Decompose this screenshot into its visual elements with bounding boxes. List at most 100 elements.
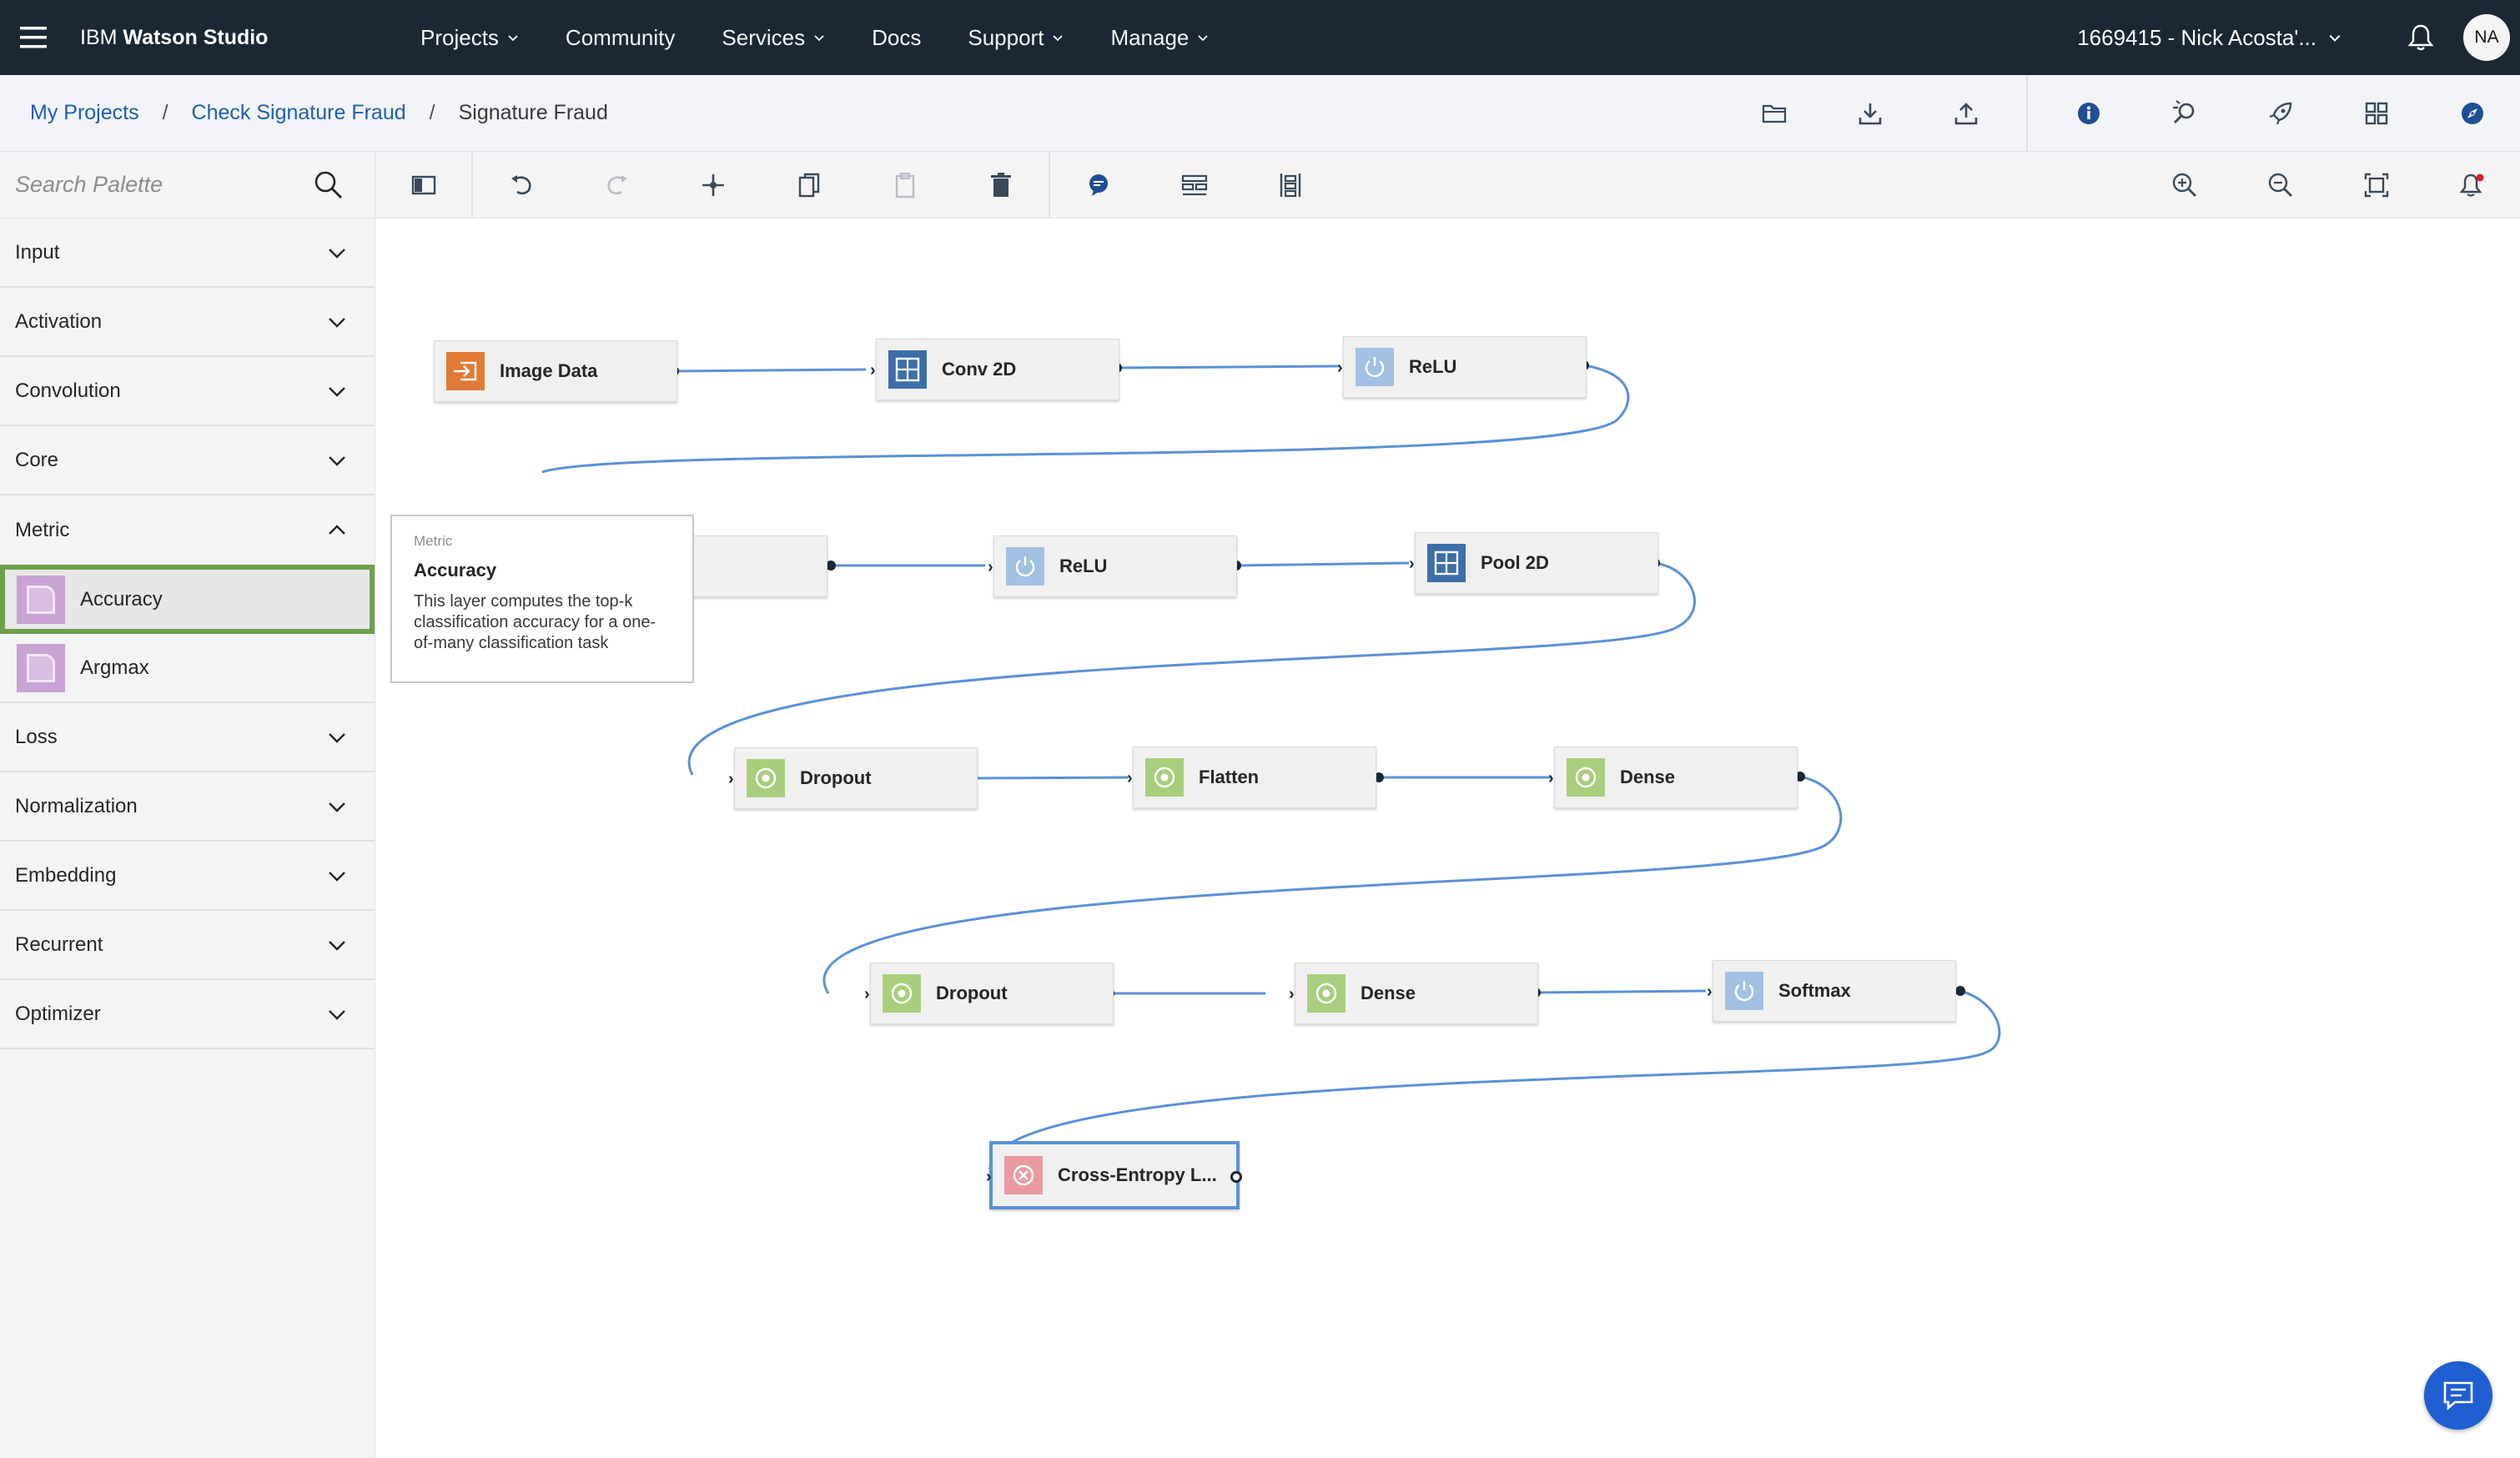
node-cross-entropy-loss[interactable]: › Cross-Entropy L... — [986, 1141, 1242, 1209]
arrange-horizontal-icon[interactable] — [1146, 152, 1242, 219]
palette-category-activation[interactable]: Activation — [0, 288, 375, 357]
fit-to-screen-icon[interactable] — [2328, 152, 2424, 219]
palette-search[interactable]: Search Palette — [0, 152, 375, 219]
node-dense[interactable]: › Dense — [1289, 963, 1538, 1024]
divider — [1049, 151, 1050, 219]
power-icon — [1356, 348, 1394, 386]
arrange-vertical-icon[interactable] — [1242, 152, 1338, 219]
avatar[interactable]: NA — [2463, 14, 2510, 61]
copy-icon[interactable] — [761, 152, 857, 219]
hamburger-menu-icon[interactable] — [0, 0, 67, 75]
palette-item-accuracy[interactable]: Accuracy — [0, 565, 375, 634]
palette-category-convolution[interactable]: Convolution — [0, 357, 375, 426]
nav-services[interactable]: Services — [698, 0, 848, 75]
nav-manage[interactable]: Manage — [1087, 0, 1232, 75]
power-icon — [1006, 547, 1044, 586]
notifications-icon[interactable] — [2424, 152, 2520, 219]
palette-category-metric[interactable]: Metric — [0, 495, 375, 565]
link — [687, 561, 1696, 776]
hyperparameter-icon[interactable] — [2136, 75, 2232, 152]
redo-icon[interactable] — [569, 152, 665, 219]
breadcrumb: My Projects / Check Signature Fraud / Si… — [30, 101, 608, 125]
output-port[interactable] — [1230, 1171, 1242, 1183]
nav-community[interactable]: Community — [565, 24, 676, 50]
input-port: › — [1548, 769, 1554, 787]
dashboard-icon[interactable] — [2328, 75, 2424, 152]
palette-category-normalization[interactable]: Normalization — [0, 772, 375, 842]
nav-docs[interactable]: Docs — [872, 24, 922, 50]
node-relu[interactable]: › ReLU — [1337, 336, 1587, 398]
link — [822, 775, 1843, 994]
chevron-down-icon — [508, 35, 518, 42]
node-pool2d[interactable]: › Pool 2D — [1409, 532, 1658, 594]
palette-category-input[interactable]: Input — [0, 219, 375, 288]
palette-category-core[interactable]: Core — [0, 426, 375, 495]
palette-category-optimizer[interactable]: Optimizer — [0, 980, 375, 1049]
toolbar-right — [2136, 152, 2520, 219]
paste-icon[interactable] — [857, 152, 953, 219]
grid-icon — [888, 350, 927, 389]
account-label: 1669415 - Nick Acosta'... — [2077, 24, 2316, 50]
search-icon[interactable] — [313, 169, 345, 201]
comment-icon[interactable] — [1050, 152, 1146, 219]
notification-bell-icon[interactable] — [2383, 0, 2458, 75]
upload-icon[interactable] — [1918, 75, 2014, 152]
chevron-down-icon — [329, 940, 345, 951]
search-input[interactable]: Search Palette — [15, 172, 163, 197]
node-relu[interactable]: › ReLU — [988, 535, 1237, 597]
folder-icon[interactable] — [1726, 75, 1822, 152]
tooltip-title: Accuracy — [414, 560, 497, 581]
node-image-data[interactable]: Image Data — [434, 340, 677, 402]
account-switcher[interactable]: 1669415 - Nick Acosta'... — [2077, 25, 2341, 51]
breadcrumb-bar: My Projects / Check Signature Fraud / Si… — [0, 75, 2520, 152]
palette-item-argmax[interactable]: Argmax — [0, 634, 375, 703]
chevron-up-icon — [329, 524, 345, 535]
input-port: › — [870, 361, 876, 380]
breadcrumb-project[interactable]: Check Signature Fraud — [191, 101, 406, 124]
download-icon[interactable] — [1822, 75, 1918, 152]
node-dropout[interactable]: › Dropout — [864, 963, 1114, 1024]
breadcrumb-my-projects[interactable]: My Projects — [30, 101, 139, 124]
publish-icon[interactable] — [2232, 75, 2328, 152]
divider — [471, 151, 473, 219]
palette-tooltip: Metric Accuracy This layer computes the … — [390, 515, 694, 683]
palette-category-recurrent[interactable]: Recurrent — [0, 911, 375, 980]
link — [972, 776, 1129, 780]
link — [673, 368, 867, 373]
chevron-down-icon — [329, 317, 345, 328]
cut-icon[interactable] — [665, 152, 761, 219]
chevron-down-icon — [329, 1009, 345, 1020]
delete-icon[interactable] — [953, 152, 1049, 219]
palette-category-loss[interactable]: Loss — [0, 703, 375, 772]
node-flatten[interactable]: › Flatten — [1127, 747, 1376, 808]
node-dense[interactable]: › Dense — [1548, 747, 1798, 808]
zoom-out-icon[interactable] — [2232, 152, 2328, 219]
chevron-down-icon — [329, 732, 345, 743]
flow-canvas[interactable]: Image Data › Conv 2D › ReLU 2D › ReLU › … — [375, 219, 2520, 1458]
nav-projects[interactable]: Projects — [397, 0, 542, 75]
chevron-down-icon — [329, 248, 345, 259]
undo-icon[interactable] — [473, 152, 569, 219]
info-icon[interactable] — [2040, 75, 2136, 152]
input-port: › — [988, 558, 993, 576]
breadcrumb-current: Signature Fraud — [458, 101, 608, 124]
node-conv2d[interactable]: › Conv 2D — [870, 339, 1119, 400]
palette-category-embedding[interactable]: Embedding — [0, 842, 375, 911]
input-port: › — [864, 985, 870, 1003]
node-softmax[interactable]: › Softmax — [1707, 960, 1956, 1022]
chat-button[interactable] — [2424, 1361, 2492, 1430]
target-icon — [1567, 758, 1605, 797]
compass-icon[interactable] — [2424, 75, 2520, 152]
breadcrumb-separator: / — [429, 101, 435, 124]
zoom-in-icon[interactable] — [2136, 152, 2232, 219]
close-circle-icon — [1004, 1156, 1043, 1194]
chevron-down-icon — [1053, 35, 1064, 42]
project-actions — [1726, 75, 2520, 152]
toggle-palette-icon[interactable] — [375, 152, 471, 219]
node-dropout[interactable]: › Dropout — [728, 747, 978, 809]
nav-support[interactable]: Support — [944, 0, 1087, 75]
input-port: › — [1409, 555, 1415, 573]
brand-logo[interactable]: IBM Watson Studio — [80, 26, 397, 50]
chevron-down-icon — [329, 386, 345, 397]
target-icon — [883, 974, 921, 1013]
